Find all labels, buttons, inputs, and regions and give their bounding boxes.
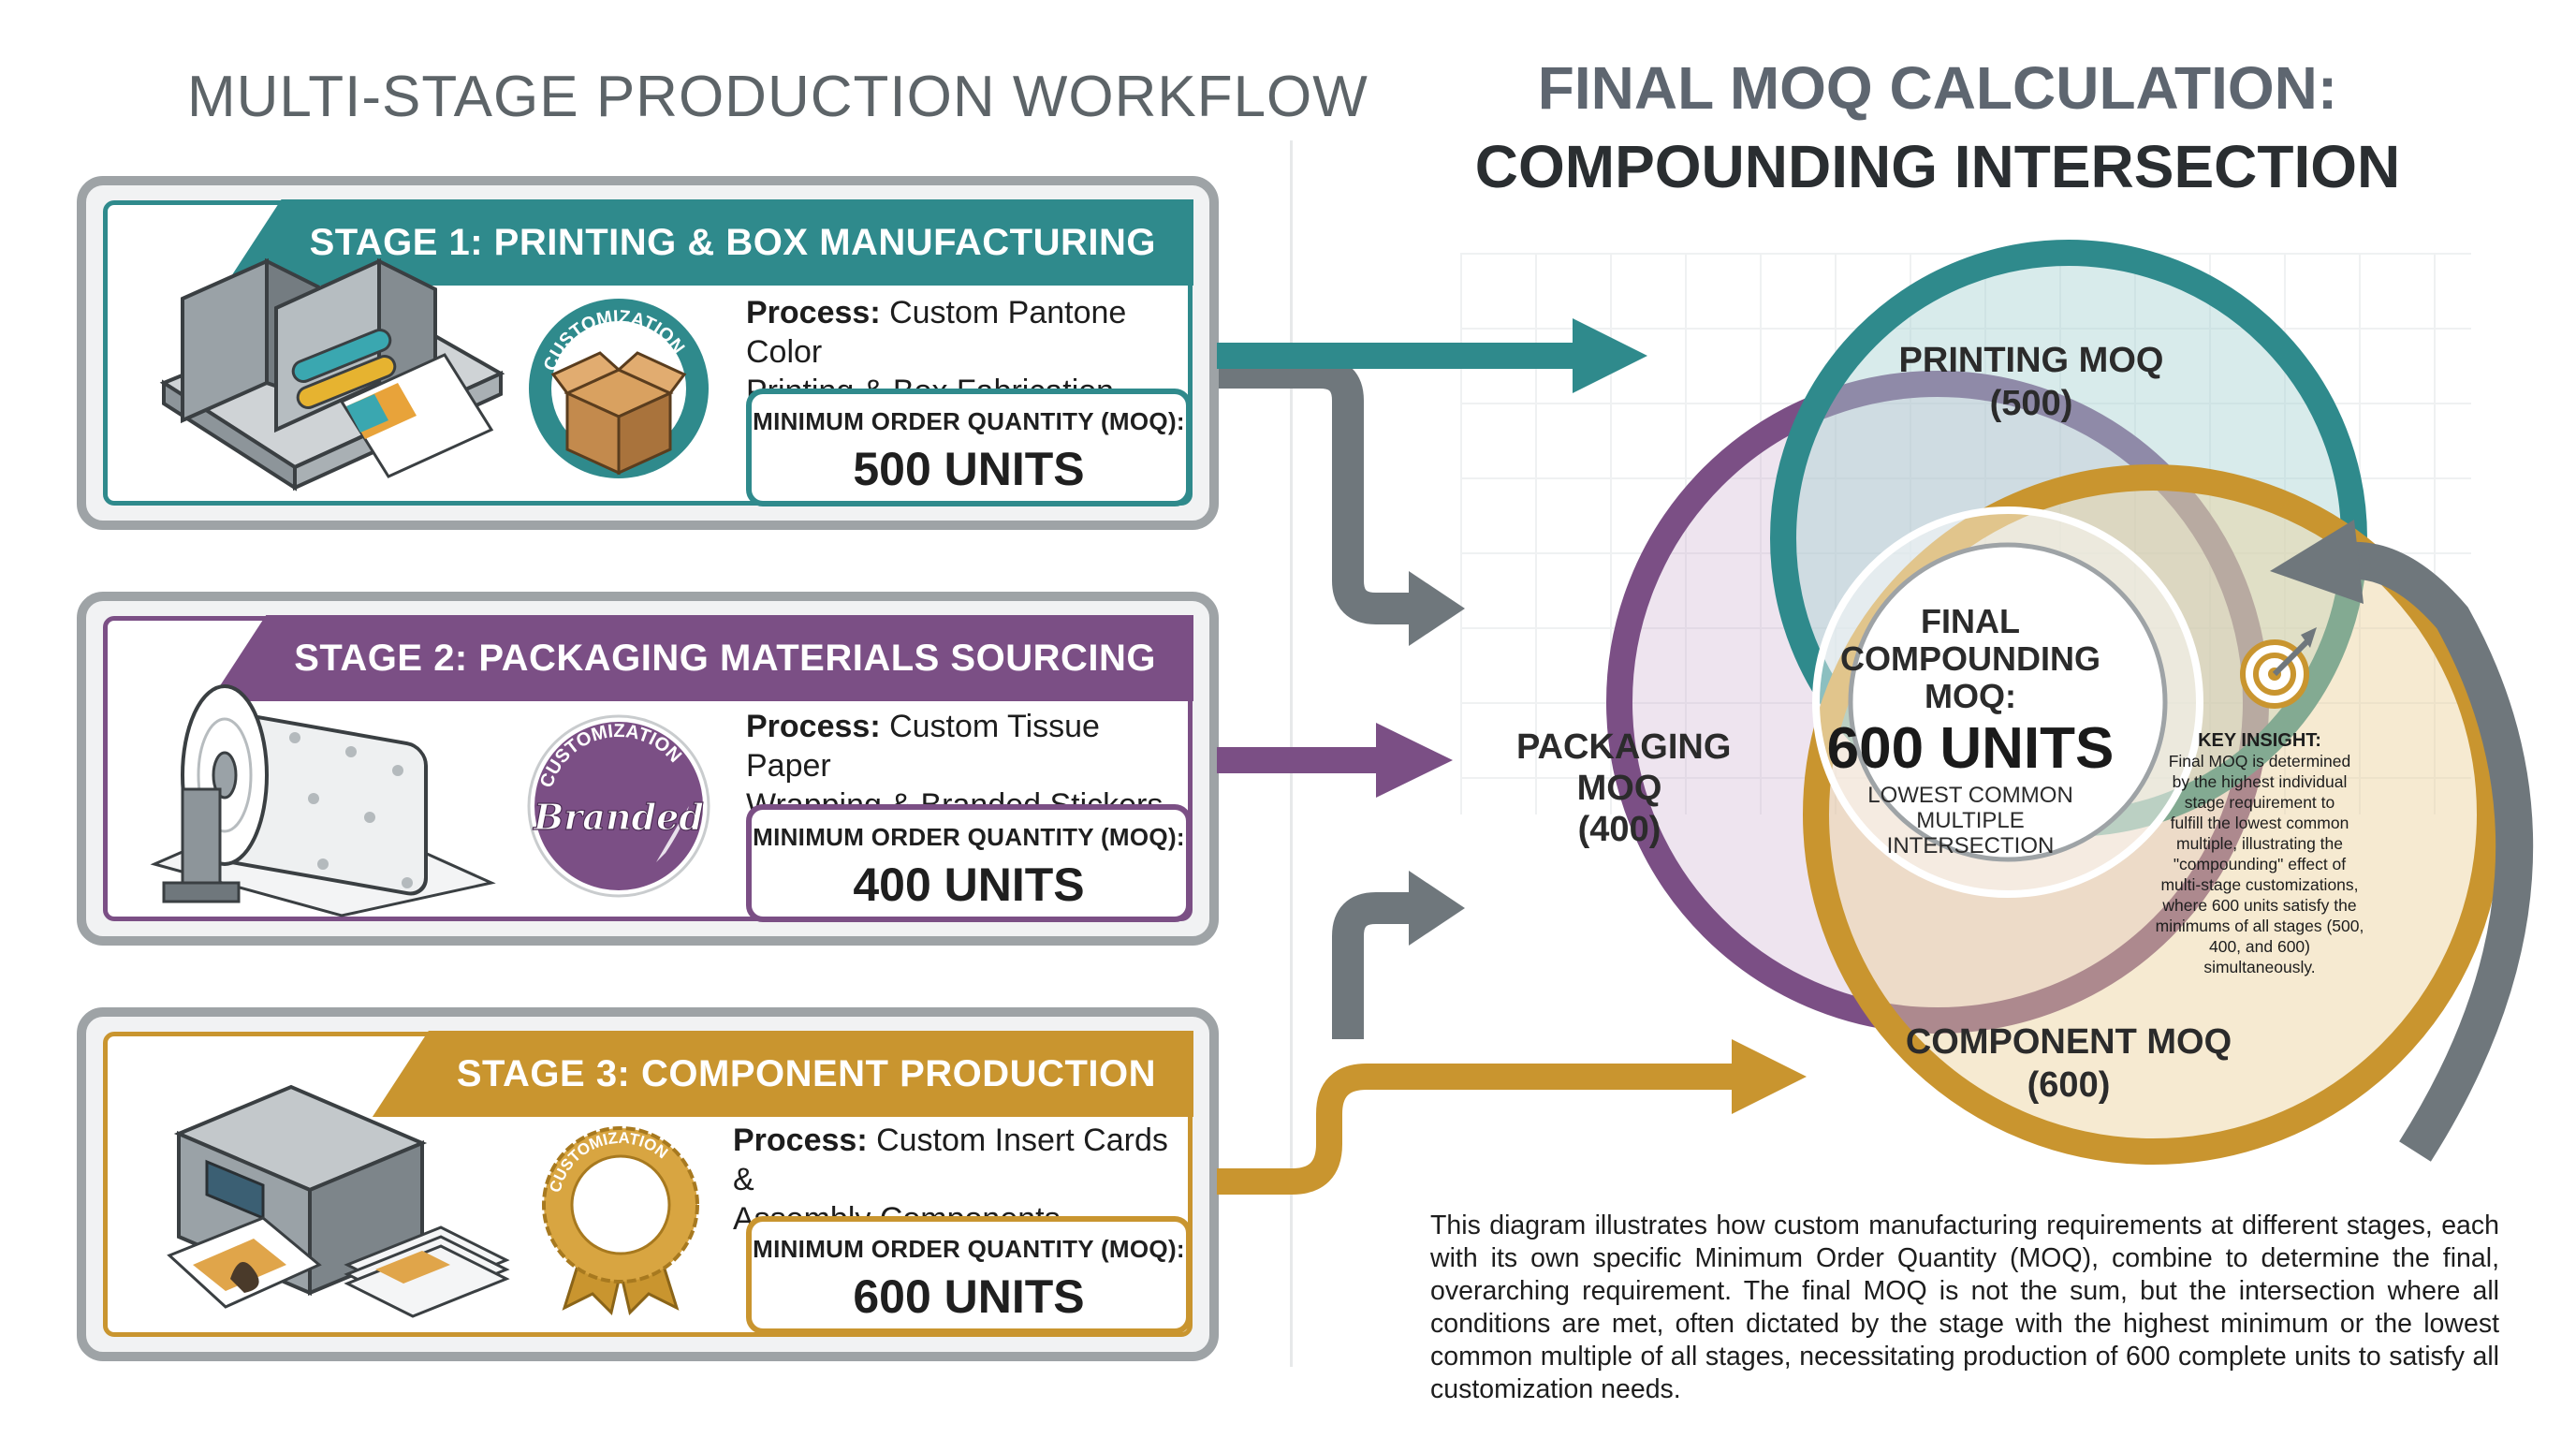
packaging-moq-line1: PACKAGING (1516, 727, 1732, 767)
tissue-paper-roll-icon (150, 684, 496, 917)
stage-2-process-label: Process: (746, 709, 881, 744)
stage-3-moq-value: 600 UNITS (853, 1270, 1085, 1323)
printing-moq-label: PRINTING MOQ (500) (1863, 339, 2200, 425)
gray-connector-bottom (1332, 892, 1413, 1039)
key-insight: KEY INSIGHT: Final MOQ is determined by … (2153, 730, 2366, 977)
stage-1-moq-value: 500 UNITS (853, 443, 1085, 495)
calculation-title: FINAL MOQ CALCULATION: COMPOUNDING INTER… (1442, 49, 2434, 206)
key-insight-line: minimums of all stages (500, (2155, 917, 2364, 935)
key-insight-line: "compounding" effect of (2173, 855, 2347, 873)
return-arrowhead (2270, 520, 2364, 604)
stage-3-banner: STAGE 3: COMPONENT PRODUCTION (372, 1031, 1193, 1117)
packaging-moq-line3: (400) (1577, 810, 1661, 849)
stage-1-card: STAGE 1: PRINTING & BOX MANUFACTURING CU… (77, 176, 1219, 530)
final-moq-sub1: LOWEST COMMON (1867, 783, 2073, 808)
printing-press-icon (159, 257, 505, 492)
key-insight-line: stage requirement to (2184, 793, 2335, 812)
key-insight-line: where 600 units satisfy the (2162, 896, 2357, 915)
stage-2-card: STAGE 2: PACKAGING MATERIALS SOURCING CU… (77, 592, 1219, 946)
calculation-title-line1: FINAL MOQ CALCULATION: (1537, 54, 2338, 122)
stage-3-process-text1: Custom Insert Cards & (733, 1123, 1168, 1197)
final-moq-label: FINAL COMPOUNDING MOQ: 600 UNITS LOWEST … (1821, 602, 2120, 859)
final-moq-sub3: INTERSECTION (1886, 833, 2055, 858)
stage-3-moq-label: MINIMUM ORDER QUANTITY (MOQ): (753, 1235, 1185, 1263)
gray-arrowhead-top (1409, 571, 1465, 646)
calculation-title-line2: COMPOUNDING INTERSECTION (1474, 133, 2401, 200)
stage-2-moq-box: MINIMUM ORDER QUANTITY (MOQ): 400 UNITS (746, 804, 1192, 922)
stage-1-process-text1: Custom Pantone Color (746, 295, 1127, 370)
stage-3-moq-box: MINIMUM ORDER QUANTITY (MOQ): 600 UNITS (746, 1216, 1192, 1334)
workflow-title: MULTI-STAGE PRODUCTION WORKFLOW (187, 65, 1368, 129)
center-circle (1848, 542, 2168, 862)
final-moq-line3: MOQ: (1925, 677, 2016, 715)
key-insight-line: multiple, illustrating the (2176, 834, 2343, 853)
packaging-moq-label: PACKAGING MOQ (400) (1516, 726, 1732, 850)
component-moq-line1: COMPONENT MOQ (1905, 1022, 2232, 1062)
gold-arrow-line (1217, 1064, 1741, 1195)
stage-1-moq-box: MINIMUM ORDER QUANTITY (MOQ): 500 UNITS (746, 389, 1192, 506)
customization-box-badge-icon: CUSTOMIZATION (529, 299, 709, 478)
stage-2-process-text1: Custom Tissue Paper (746, 709, 1100, 784)
key-insight-line: multi-stage customizations, (2160, 875, 2359, 894)
stage-2-sticker-text: Branded (533, 796, 704, 838)
key-insight-line: Final MOQ is determined (2168, 752, 2351, 770)
printing-moq-line2: (500) (1989, 384, 2073, 423)
key-insight-line: fulfill the lowest common (2170, 814, 2349, 832)
stage-2-panel: STAGE 2: PACKAGING MATERIALS SOURCING CU… (103, 615, 1193, 922)
stage-1-moq-label: MINIMUM ORDER QUANTITY (MOQ): (753, 407, 1185, 435)
branded-sticker-badge-icon: CUSTOMIZATION Branded (527, 714, 710, 898)
gray-arrowhead-bottom (1409, 871, 1465, 946)
gray-connector-top (1219, 357, 1413, 624)
packaging-moq-line2: MOQ (1576, 769, 1662, 808)
gold-arrowhead (1732, 1039, 1807, 1114)
teal-arrowhead (1573, 318, 1647, 393)
moq-venn-diagram (1606, 240, 2534, 1165)
stage-2-moq-value: 400 UNITS (853, 858, 1085, 911)
final-moq-line2: COMPOUNDING (1840, 639, 2100, 678)
diagram-description: This diagram illustrates how custom manu… (1430, 1211, 2499, 1404)
key-insight-line: 400, and 600) simultaneously. (2203, 937, 2316, 976)
stage-3-process-label: Process: (733, 1123, 868, 1158)
customization-ribbon-badge-icon: CUSTOMIZATION (542, 1126, 699, 1315)
component-moq-line2: (600) (2027, 1065, 2111, 1105)
component-moq-label: COMPONENT MOQ (600) (1900, 1020, 2237, 1107)
stage-2-moq-label: MINIMUM ORDER QUANTITY (MOQ): (753, 823, 1185, 851)
final-moq-line1: FINAL (1921, 602, 2020, 640)
final-moq-value: 600 UNITS (1826, 716, 2115, 781)
purple-arrowhead (1376, 723, 1453, 798)
card-printer-icon (167, 1084, 510, 1318)
return-curve-arrow (2336, 541, 2534, 1162)
target-icon (2240, 627, 2317, 709)
final-moq-sub2: MULTIPLE (1916, 808, 2025, 833)
printing-moq-line1: PRINTING MOQ (1898, 341, 2164, 380)
stage-3-panel: STAGE 3: COMPONENT PRODUCTION CUSTOMIZAT… (103, 1031, 1193, 1337)
key-insight-title: KEY INSIGHT: (2198, 730, 2321, 751)
stage-3-card: STAGE 3: COMPONENT PRODUCTION CUSTOMIZAT… (77, 1007, 1219, 1361)
stage-1-process-label: Process: (746, 295, 881, 330)
stage-2-banner: STAGE 2: PACKAGING MATERIALS SOURCING (210, 615, 1193, 701)
stage-1-panel: STAGE 1: PRINTING & BOX MANUFACTURING CU… (103, 199, 1193, 506)
key-insight-line: by the highest individual (2172, 772, 2348, 791)
